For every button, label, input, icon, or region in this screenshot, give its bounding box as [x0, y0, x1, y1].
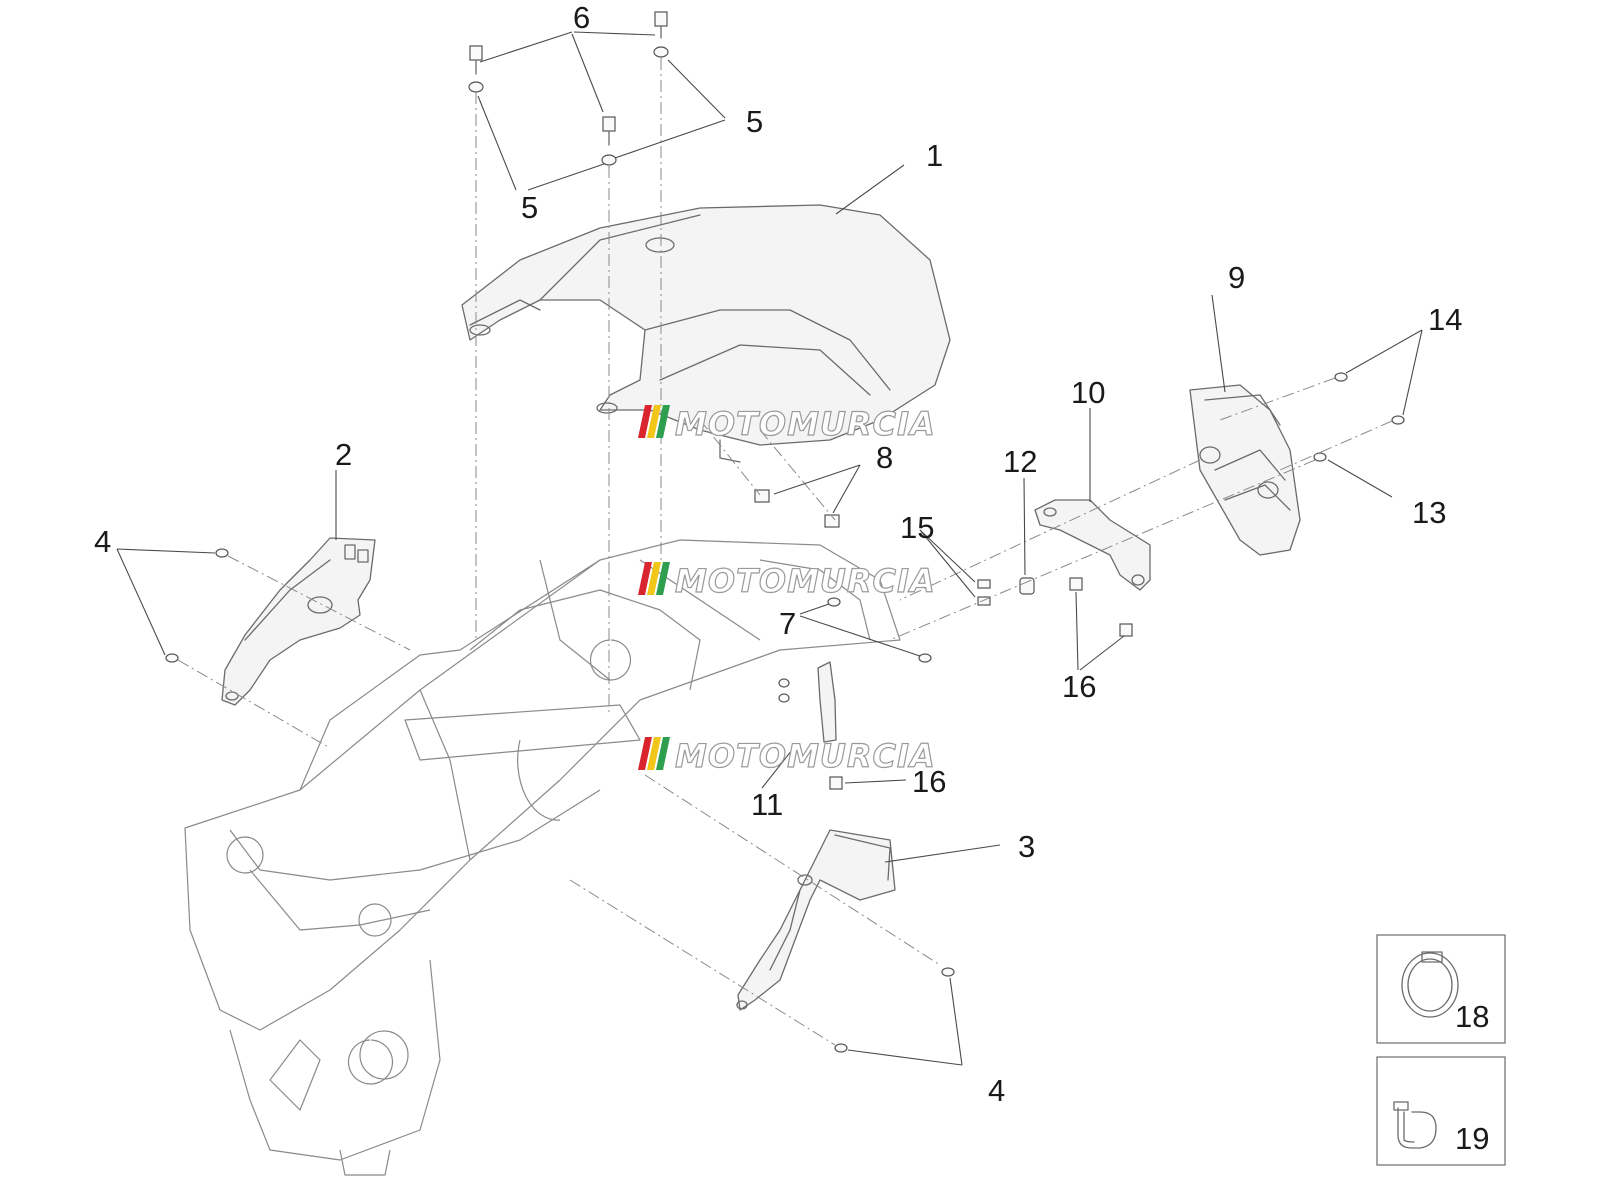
part-1-rear-fender — [461, 204, 951, 463]
rear-frame — [184, 539, 901, 1176]
assembly-lines — [177, 58, 1393, 1046]
watermark-3: MOTOMURCIA — [637, 736, 936, 776]
inset-19-clip — [1376, 1056, 1506, 1166]
callout-7: 7 — [779, 606, 796, 641]
callout-13: 13 — [1412, 495, 1446, 530]
callout-4: 4 — [94, 524, 111, 559]
callout-1: 1 — [926, 138, 943, 173]
callout-16: 16 — [1062, 669, 1096, 704]
leader-lines — [116, 31, 1423, 1066]
callout-16: 16 — [912, 764, 946, 799]
callout-11: 11 — [751, 787, 783, 822]
callout-19: 19 — [1455, 1121, 1489, 1156]
callout-12: 12 — [1003, 444, 1037, 479]
callout-9: 9 — [1228, 260, 1245, 295]
watermark-text: MOTOMURCIA — [675, 737, 936, 775]
callout-2: 2 — [335, 437, 352, 472]
watermark-text: MOTOMURCIA — [675, 562, 936, 600]
part-3-right-panel — [736, 829, 896, 1011]
part-10-bracket — [1034, 499, 1151, 591]
callout-18: 18 — [1455, 999, 1489, 1034]
callout-14: 14 — [1428, 302, 1462, 337]
callout-3: 3 — [1018, 829, 1035, 864]
inset-18-hose-clamp — [1376, 934, 1506, 1044]
watermark-1: MOTOMURCIA — [637, 404, 936, 444]
callout-15: 15 — [900, 510, 934, 545]
part-11-small-bracket — [817, 661, 837, 743]
watermark-text: MOTOMURCIA — [675, 405, 936, 443]
callout-labels: 1 2 3 4 4 5 5 6 7 8 9 10 11 12 13 14 15 … — [94, 0, 1489, 1156]
callout-5: 5 — [521, 190, 538, 225]
callout-5: 5 — [746, 104, 763, 139]
callout-10: 10 — [1071, 375, 1105, 410]
callout-6: 6 — [573, 0, 590, 35]
hardware-screws — [165, 11, 1405, 1053]
watermark-2: MOTOMURCIA — [637, 561, 936, 601]
callout-8: 8 — [876, 440, 893, 475]
callout-4: 4 — [988, 1073, 1005, 1108]
part-2-left-panel — [221, 537, 376, 706]
part-9-license-bracket — [1189, 384, 1301, 556]
